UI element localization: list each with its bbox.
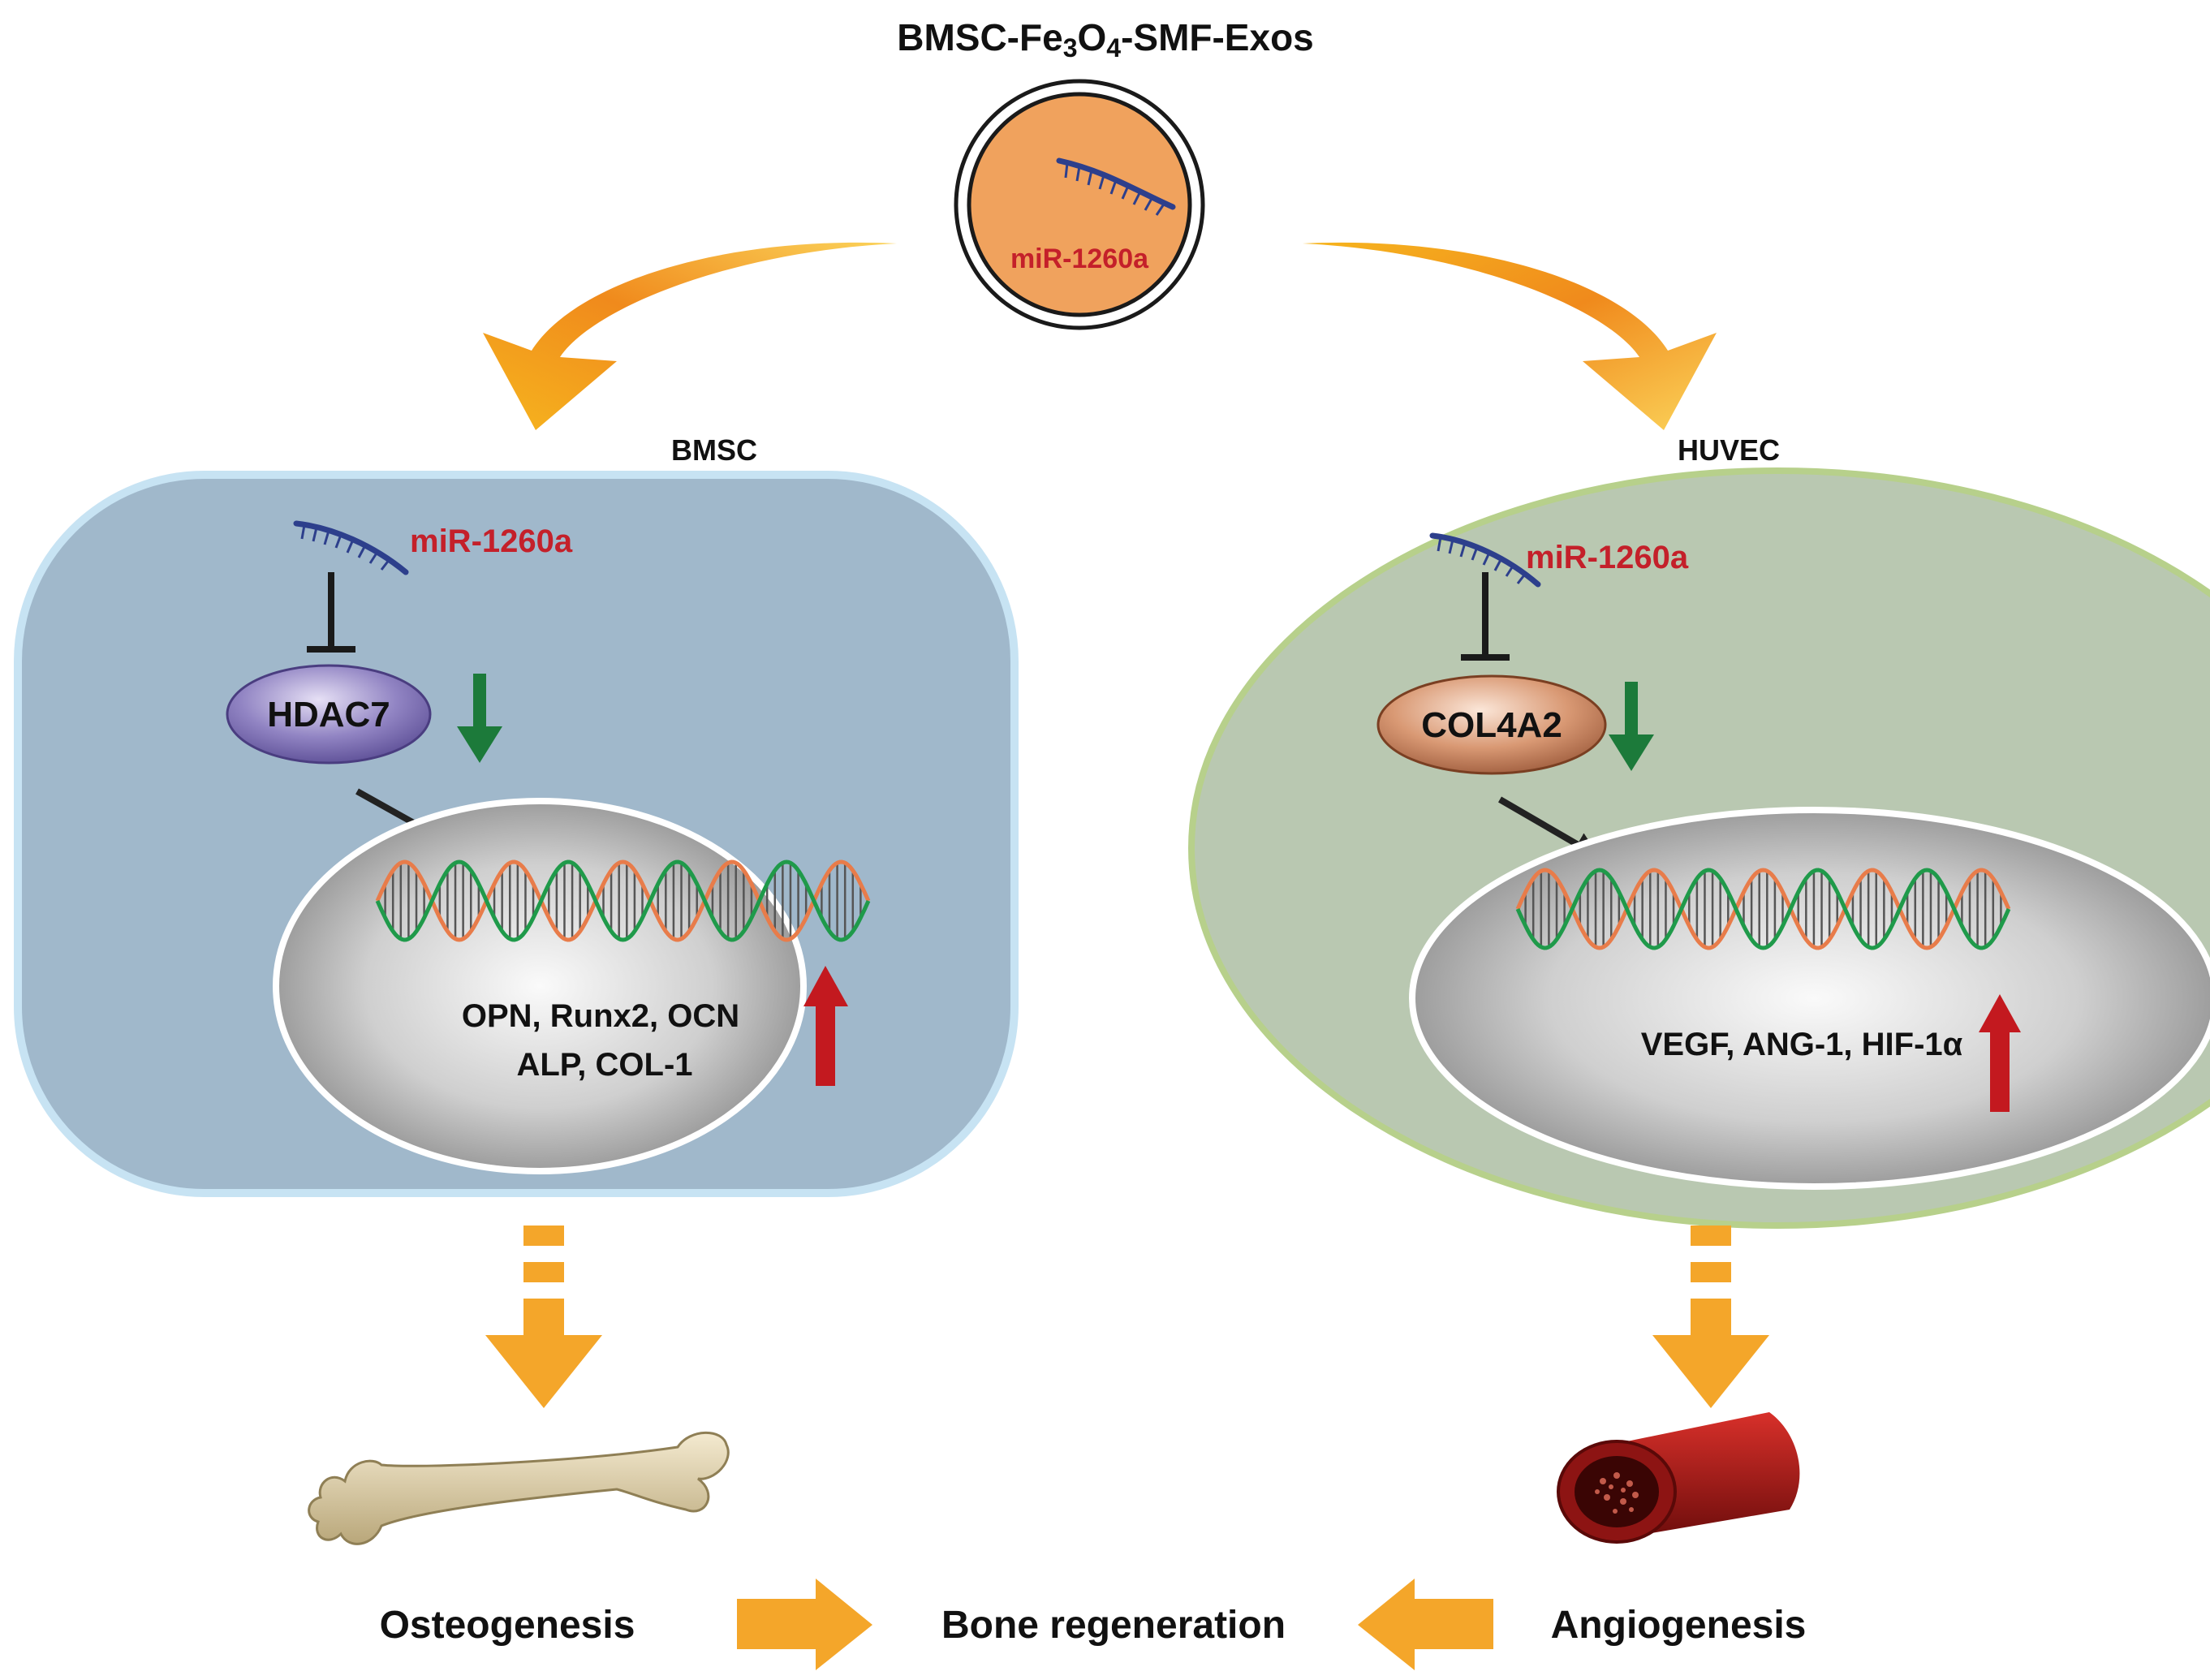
right-block-arrow <box>737 1579 872 1670</box>
bmsc-genes-line2: ALP, COL-1 <box>516 1047 692 1083</box>
bmsc-dna-helix <box>375 859 871 942</box>
bmsc-down-arrow <box>457 674 502 763</box>
bmsc-mirna-label: miR-1260a <box>410 523 573 559</box>
huvec-outcome-arrow <box>1652 1226 1769 1408</box>
curved-arrow-to-bmsc <box>483 242 897 430</box>
bmsc-up-arrow <box>803 966 848 1086</box>
exosome-mirna-label: miR-1260a <box>1010 243 1149 274</box>
huvec-dna-helix <box>1515 868 2011 950</box>
angiogenesis-label: Angiogenesis <box>1551 1604 1807 1647</box>
bmsc-nucleus <box>273 798 807 1174</box>
curved-arrow-to-huvec <box>1303 242 1717 430</box>
huvec-down-arrow <box>1609 682 1654 771</box>
bone-icon <box>308 1431 730 1545</box>
dna-strand-orange <box>375 859 871 942</box>
dna-strand-green <box>375 859 871 942</box>
bone-regeneration-label: Bone regeneration <box>941 1604 1286 1647</box>
osteogenesis-label: Osteogenesis <box>380 1604 635 1647</box>
col4a2-protein: COL4A2 <box>1376 674 1607 775</box>
huvec-up-arrow <box>1979 994 2021 1112</box>
col4a2-label: COL4A2 <box>1421 705 1562 745</box>
bmsc-genes-line1: OPN, Runx2, OCN <box>462 998 739 1034</box>
huvec-genes-line1: VEGF, ANG-1, HIF-1α <box>1641 1027 1963 1062</box>
dna-strand-orange <box>1515 868 2011 950</box>
hdac7-protein: HDAC7 <box>226 664 432 765</box>
left-block-arrow <box>1358 1579 1493 1670</box>
exosome-mirna-strand <box>1056 157 1176 210</box>
bmsc-cell-label: BMSC <box>671 433 757 467</box>
huvec-nucleus <box>1409 807 2210 1190</box>
title: BMSC-Fe3O4-SMF-Exos <box>897 16 1314 62</box>
hdac7-label: HDAC7 <box>267 695 390 734</box>
exosome: miR-1260a <box>954 79 1205 330</box>
bmsc-mirna-strand <box>293 520 409 575</box>
huvec-mirna-strand <box>1429 532 1541 588</box>
bmsc-inhibition-symbol <box>307 572 355 653</box>
huvec-mirna-label: miR-1260a <box>1526 540 1689 575</box>
blood-vessel-icon <box>1557 1412 1800 1544</box>
huvec-inhibition-symbol <box>1461 572 1510 661</box>
huvec-cell-label: HUVEC <box>1678 433 1780 467</box>
bmsc-outcome-arrow <box>485 1226 602 1408</box>
dna-strand-green <box>1515 868 2011 950</box>
